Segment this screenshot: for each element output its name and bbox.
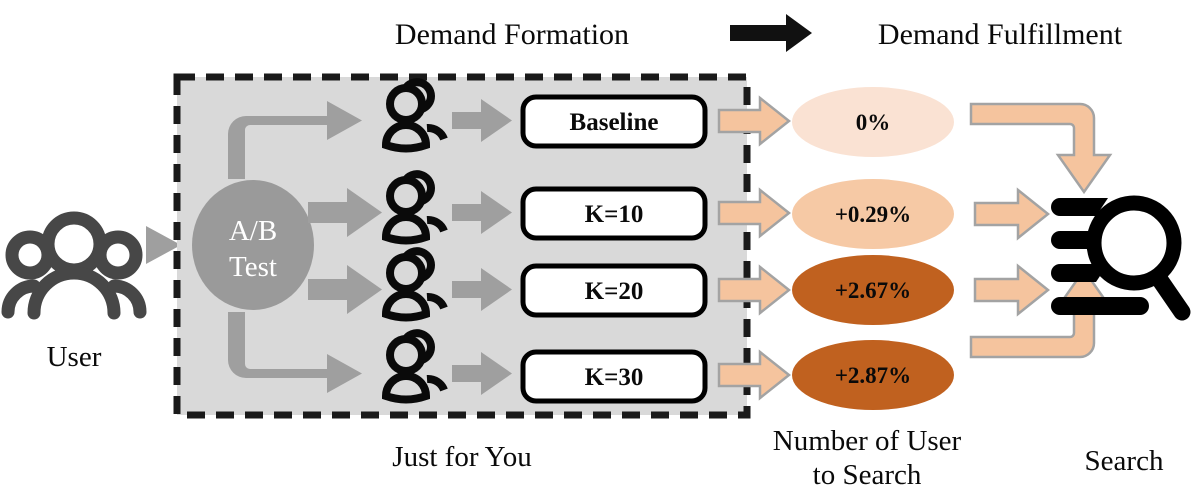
user-group-icon [381,78,448,153]
variant-box-k10-label: K=10 [585,201,644,228]
variant-box-baseline[interactable] [520,94,708,149]
variant-box-baseline-label: Baseline [570,109,659,136]
peach-arrow-k20 [717,264,792,316]
result-ellipse-k30 [792,340,954,410]
user-group-icon [381,170,448,245]
arrow-k30-to-box [452,352,512,395]
ab-test-label-line2: Test [229,251,277,283]
peach-arrow-k20-to-search [973,263,1051,317]
users-three-icon [1,211,147,320]
result-ellipse-baseline [792,87,954,157]
result-label-k30: +2.87% [835,363,911,388]
peach-arrow-k30 [717,349,792,401]
arrow-k10-to-box [452,191,512,234]
triangle-right-icon [146,226,181,264]
connector-k20 [308,265,382,314]
peach-elbow-down-to-search [969,102,1113,195]
result-label-k10: +0.29% [835,202,911,227]
user-group-icon [381,329,448,404]
arrow-k20-to-box [452,268,512,311]
black-right-arrow-icon [730,14,812,52]
result-ellipse-k20 [792,255,954,325]
caption-user: User [47,341,102,373]
variant-box-k20[interactable] [520,263,708,318]
peach-arrow-baseline [717,95,792,147]
caption-search: Search [1085,445,1164,477]
header-demand-formation: Demand Formation [395,18,629,51]
user-group-icon [381,247,448,322]
connector-baseline [228,101,362,179]
variant-box-k30-label: K=30 [585,364,644,391]
variant-box-k20-label: K=20 [585,278,644,305]
caption-number-of-user-line1: Number of User [773,425,962,457]
variant-box-k30[interactable] [520,349,708,404]
ab-test-node [192,180,314,310]
arrow-baseline-to-box [452,99,512,142]
caption-number-of-user-line2: to Search [813,459,922,491]
search-magnifier-icon [1051,195,1191,321]
peach-arrow-k10-to-search [973,187,1051,241]
result-ellipse-k10 [792,179,954,249]
variant-box-k10[interactable] [520,186,708,241]
result-label-baseline: 0% [856,110,891,135]
caption-just-for-you: Just for You [392,441,531,473]
ab-test-label-line1: A/B [229,215,277,247]
connector-k30 [228,312,362,393]
peach-arrow-k10 [717,187,792,239]
connector-k10 [308,188,382,237]
result-label-k20: +2.67% [835,278,911,303]
header-demand-fulfillment: Demand Fulfillment [878,18,1123,51]
